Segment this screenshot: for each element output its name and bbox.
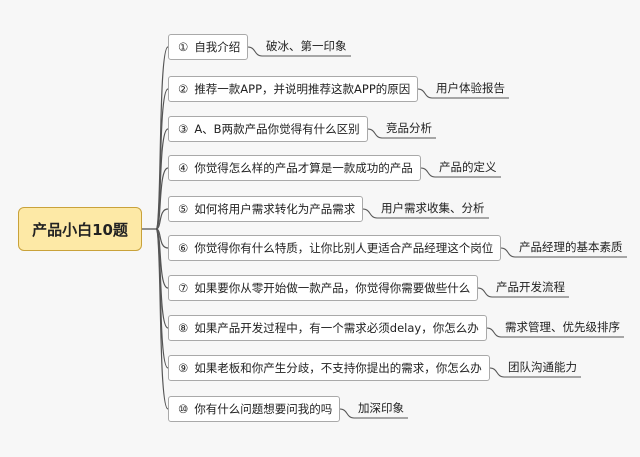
answer-connector [417, 88, 509, 99]
answer-connector [367, 128, 436, 139]
question-number: ⑧ [178, 321, 189, 335]
answer-text: 产品开发流程 [496, 280, 565, 294]
answer-connector [420, 167, 501, 178]
question-node-4[interactable]: ④ 你觉得怎么样的产品才算是一款成功的产品 [168, 155, 421, 181]
answer-connector [500, 247, 627, 258]
answer-label-9: 团队沟通能力 [508, 358, 577, 376]
answer-connector [247, 46, 351, 57]
answer-text: 用户体验报告 [436, 81, 505, 95]
answer-label-1: 破冰、第一印象 [266, 37, 347, 55]
answer-text: 加深印象 [358, 401, 404, 415]
answer-label-4: 产品的定义 [439, 158, 497, 176]
question-node-1[interactable]: ① 自我介绍 [168, 34, 249, 60]
branch-connector [155, 167, 169, 230]
answer-label-10: 加深印象 [358, 399, 404, 417]
question-text: 如果老板和你产生分歧，不支持你提出的需求，你怎么办 [194, 361, 482, 375]
answer-label-7: 产品开发流程 [496, 278, 565, 296]
question-number: ⑦ [178, 281, 189, 295]
question-number: ⑩ [178, 402, 189, 416]
branch-connector [155, 46, 169, 230]
answer-text: 竞品分析 [386, 121, 432, 135]
answer-text: 产品经理的基本素质 [519, 240, 623, 254]
question-number: ⑥ [178, 241, 189, 255]
question-number: ④ [178, 161, 189, 175]
answer-text: 需求管理、优先级排序 [505, 320, 620, 334]
question-node-7[interactable]: ⑦ 如果要你从零开始做一款产品，你觉得你需要做些什么 [168, 275, 479, 301]
root-label: 产品小白10题 [32, 220, 128, 239]
answer-connector [339, 408, 408, 419]
question-number: ⑨ [178, 361, 189, 375]
answer-text: 用户需求收集、分析 [381, 201, 485, 215]
question-text: 如果产品开发过程中，有一个需求必须delay，你怎么办 [194, 321, 479, 335]
answer-connector [486, 327, 624, 338]
answer-text: 团队沟通能力 [508, 360, 577, 374]
answer-connector [362, 208, 489, 219]
question-text: 你有什么问题想要问我的吗 [194, 402, 333, 416]
answer-label-2: 用户体验报告 [436, 79, 505, 97]
branch-connector [155, 228, 169, 410]
question-number: ⑤ [178, 202, 189, 216]
question-text: A、B两款产品你觉得有什么区别 [194, 122, 360, 136]
question-node-8[interactable]: ⑧ 如果产品开发过程中，有一个需求必须delay，你怎么办 [168, 315, 487, 341]
answer-label-5: 用户需求收集、分析 [381, 199, 485, 217]
branch-connector [155, 208, 169, 230]
question-node-10[interactable]: ⑩ 你有什么问题想要问我的吗 [168, 396, 341, 422]
question-text: 自我介绍 [194, 40, 241, 54]
answer-text: 破冰、第一印象 [266, 39, 347, 53]
answer-label-8: 需求管理、优先级排序 [505, 318, 620, 336]
question-text: 如何将用户需求转化为产品需求 [194, 202, 356, 216]
question-number: ② [178, 82, 189, 96]
question-node-6[interactable]: ⑥ 你觉得你有什么特质，让你比别人更适合产品经理这个岗位 [168, 235, 502, 261]
answer-connector [477, 287, 569, 298]
question-node-5[interactable]: ⑤ 如何将用户需求转化为产品需求 [168, 196, 364, 222]
answer-connector [489, 367, 581, 378]
question-node-9[interactable]: ⑨ 如果老板和你产生分歧，不支持你提出的需求，你怎么办 [168, 355, 490, 381]
question-text: 你觉得你有什么特质，让你比别人更适合产品经理这个岗位 [194, 241, 494, 255]
question-node-3[interactable]: ③ A、B两款产品你觉得有什么区别 [168, 116, 368, 142]
question-node-2[interactable]: ② 推荐一款APP，并说明推荐这款APP的原因 [168, 76, 419, 102]
question-number: ① [178, 40, 189, 54]
root-node[interactable]: 产品小白10题 [18, 207, 142, 251]
question-text: 如果要你从零开始做一款产品，你觉得你需要做些什么 [194, 281, 471, 295]
question-text: 你觉得怎么样的产品才算是一款成功的产品 [194, 161, 413, 175]
answer-label-3: 竞品分析 [386, 119, 432, 137]
answer-text: 产品的定义 [439, 160, 497, 174]
question-number: ③ [178, 122, 189, 136]
answer-label-6: 产品经理的基本素质 [519, 238, 623, 256]
question-text: 推荐一款APP，并说明推荐这款APP的原因 [194, 82, 411, 96]
